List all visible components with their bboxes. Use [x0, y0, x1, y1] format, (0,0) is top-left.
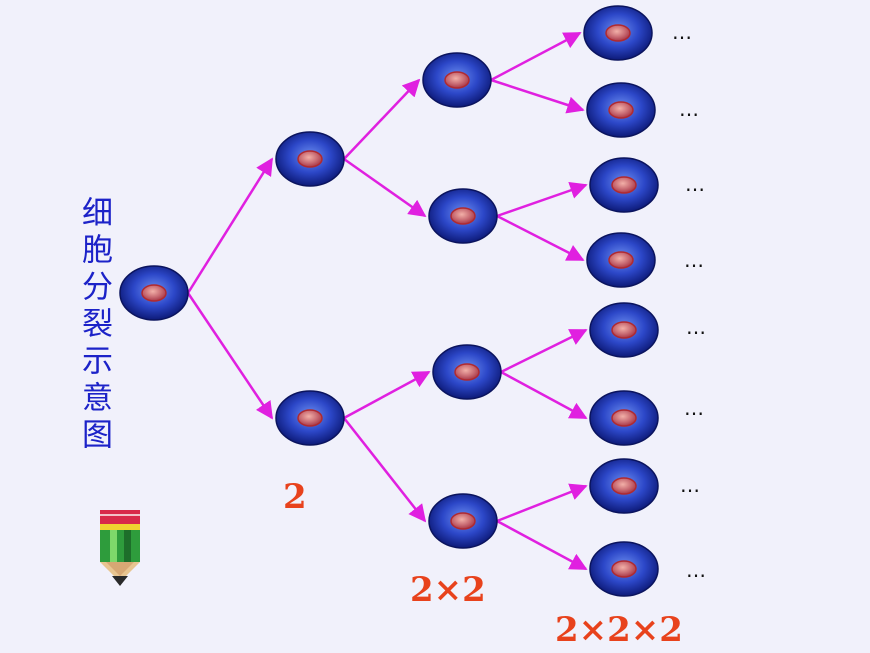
cell-nucleus [605, 24, 631, 42]
cell [589, 157, 659, 213]
cell [275, 131, 345, 187]
count-level-2: 2×2 [410, 570, 486, 610]
cell [589, 302, 659, 358]
division-arrow [343, 78, 421, 160]
cell [422, 52, 492, 108]
division-arrow [186, 292, 274, 420]
cell [275, 390, 345, 446]
cell-nucleus [141, 284, 167, 302]
cell-nucleus [611, 560, 637, 578]
ellipsis-1: … [672, 20, 694, 44]
cell-nucleus [444, 71, 470, 89]
division-arrow [490, 78, 585, 114]
ellipsis-5: … [686, 315, 708, 339]
cell [428, 188, 498, 244]
cell-nucleus [454, 363, 480, 381]
cell [428, 493, 498, 549]
cell-nucleus [608, 251, 634, 269]
division-arrow [496, 181, 588, 218]
cell [589, 390, 659, 446]
division-arrow [496, 214, 585, 262]
ellipsis-7: … [680, 473, 702, 497]
division-arrow [186, 157, 274, 294]
cell-nucleus [611, 321, 637, 339]
ellipsis-2: … [679, 97, 701, 121]
ellipsis-3: … [685, 172, 707, 196]
ellipsis-8: … [686, 558, 708, 582]
division-arrow [500, 370, 588, 420]
division-arrow [496, 519, 588, 571]
division-arrow [343, 417, 427, 523]
cell-nucleus [450, 512, 476, 530]
ellipsis-6: … [684, 396, 706, 420]
cell-nucleus [297, 409, 323, 427]
cell [432, 344, 502, 400]
cell-nucleus [450, 207, 476, 225]
cell [589, 458, 659, 514]
count-level-3: 2×2×2 [555, 610, 683, 650]
count-level-1: 2 [283, 477, 307, 517]
cell [586, 82, 656, 138]
cell-nucleus [611, 176, 637, 194]
ellipsis-4: … [684, 248, 706, 272]
cell-nucleus [608, 101, 634, 119]
division-arrow [490, 31, 582, 82]
cell [583, 5, 653, 61]
cell-nucleus [297, 150, 323, 168]
division-arrow [343, 370, 431, 420]
division-arrow [343, 157, 427, 218]
division-arrow [496, 483, 588, 523]
division-arrow [500, 328, 588, 374]
cell [119, 265, 189, 321]
cell-nucleus [611, 477, 637, 495]
cell [586, 232, 656, 288]
pencil-icon [100, 510, 140, 586]
diagram-title: 细胞分裂示意图 [76, 196, 112, 455]
cell [589, 541, 659, 597]
cell-nucleus [611, 409, 637, 427]
